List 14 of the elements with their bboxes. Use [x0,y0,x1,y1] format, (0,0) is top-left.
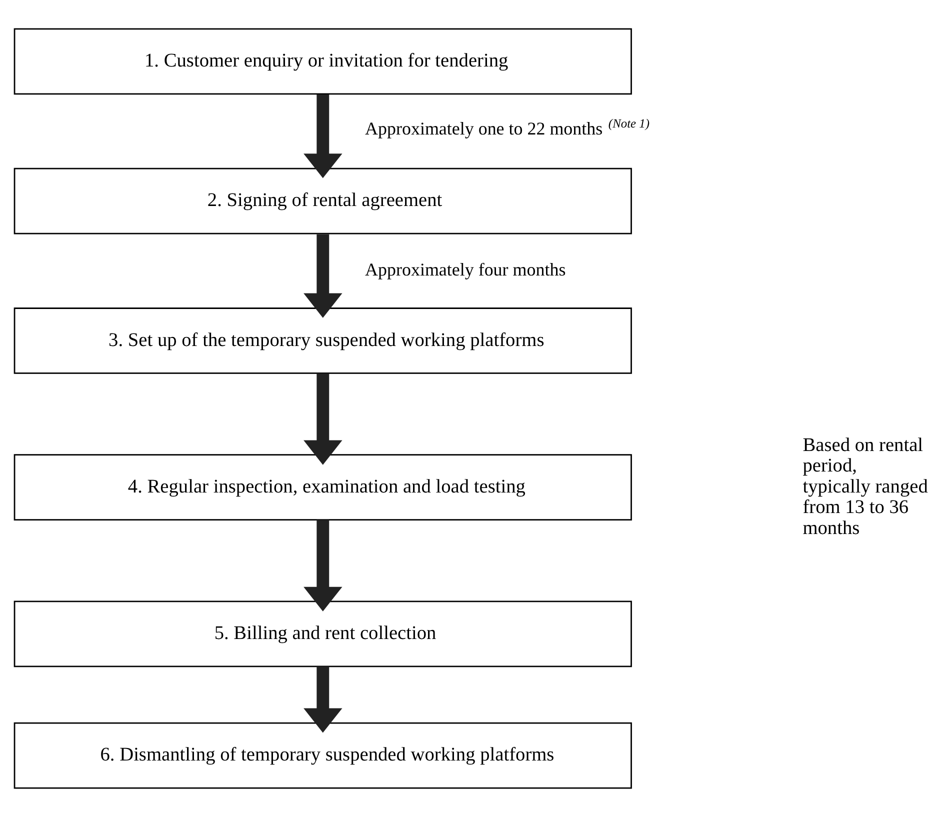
node-box: 4. Regular inspection, examination and load testing [13,454,632,520]
node-box: 3. Set up of the temporary suspended working platforms [13,307,632,374]
label: Based on rental period, typically ranged from 13 to 36 months [802,434,928,538]
arrow [303,372,342,464]
arrow [303,519,342,611]
arrow [303,234,342,318]
edge-label: Approximately one to 22 months$^{(Note 1)}$ [364,116,650,138]
node-box: 2. Signing of rental agreement [13,167,632,234]
node-box: 5. Billing and rent collection [13,600,632,667]
edge-label: Approximately four months [364,259,566,280]
node-box: 1. Customer enquiry or invitation for tendering [13,28,632,94]
arrow [303,666,342,732]
node-box: 6. Dismantling of temporary suspended working platforms [13,722,632,788]
arrow [303,94,342,178]
